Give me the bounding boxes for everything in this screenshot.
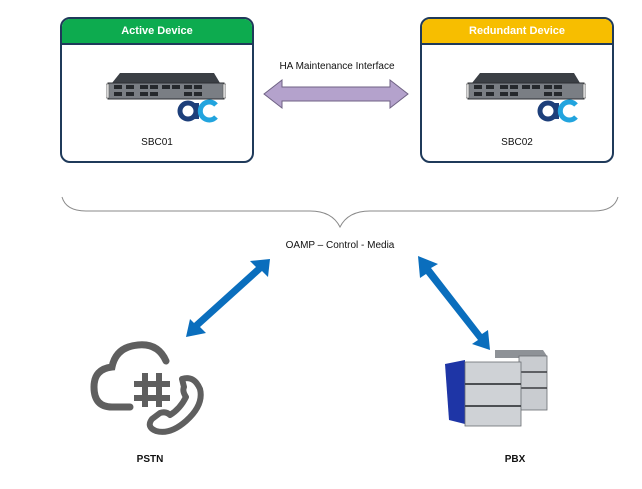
pstn-label: PSTN (136, 454, 164, 465)
ha-double-arrow (263, 78, 409, 110)
shared-network-label: OAMP – Control - Media (285, 240, 395, 251)
ha-link-label: HA Maintenance Interface (279, 61, 395, 72)
pstn-link-arrow (186, 259, 270, 337)
redundant-device-name: SBC02 (501, 137, 533, 148)
sbc-rack-icon (106, 73, 226, 123)
pbx-server-icon (445, 350, 548, 427)
pbx-link-arrow (418, 256, 490, 350)
active-device-name: SBC01 (141, 137, 173, 148)
audiocodes-logo-icon (537, 99, 578, 123)
active-device-box: Active Device SBC01 (60, 17, 254, 163)
redundant-device-header: Redundant Device (422, 19, 612, 45)
grouping-brace (61, 196, 619, 229)
active-device-header: Active Device (62, 19, 252, 45)
audiocodes-logo-icon (177, 99, 218, 123)
pbx-label: PBX (504, 454, 526, 465)
sbc-rack-icon (466, 73, 586, 123)
redundant-device-box: Redundant Device SBC02 (420, 17, 614, 163)
cloud-phone-hash-icon (90, 341, 204, 435)
